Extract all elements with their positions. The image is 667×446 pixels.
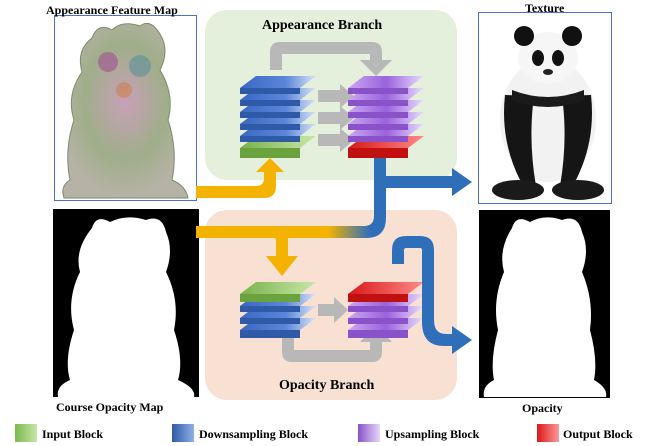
appearance-skip-arrows xyxy=(270,42,392,152)
opacity-silhouette xyxy=(483,217,607,397)
panda-illustration xyxy=(492,26,604,200)
opacity-input-arrow xyxy=(196,226,298,276)
legend-input-swatch xyxy=(15,424,37,442)
legend-output-label: Output Block xyxy=(563,427,633,441)
legend-upsampling-label: Upsampling Block xyxy=(385,427,480,441)
course-opacity-map-label: Course Opacity Map xyxy=(56,400,164,414)
legend-downsampling-swatch xyxy=(172,424,194,442)
appearance-feature-bear xyxy=(62,22,189,199)
legend-downsampling-label: Downsampling Block xyxy=(199,427,309,441)
appearance-branch-title: Appearance Branch xyxy=(262,18,383,33)
opacity-label: Opacity xyxy=(522,401,563,415)
opacity-encoder-stack xyxy=(240,282,316,338)
texture-output-arrow xyxy=(380,168,472,196)
course-opacity-silhouette xyxy=(57,217,195,397)
legend-output-swatch xyxy=(537,424,559,442)
texture-label: Texture xyxy=(525,1,565,15)
appearance-encoder-stack xyxy=(240,76,316,158)
opacity-decoder-stack xyxy=(348,282,424,338)
appearance-decoder-stack xyxy=(348,76,424,158)
opacity-branch-title: Opacity Branch xyxy=(279,378,375,393)
appearance-input-arrow xyxy=(196,158,284,198)
opacity-output-arrow xyxy=(392,236,472,354)
appearance-to-opacity-link xyxy=(280,158,386,238)
appearance-feature-map-label: Appearance Feature Map xyxy=(46,3,178,17)
legend-input-label: Input Block xyxy=(42,427,104,441)
legend-upsampling-swatch xyxy=(358,424,380,442)
opacity-skip-arrows xyxy=(282,297,392,362)
